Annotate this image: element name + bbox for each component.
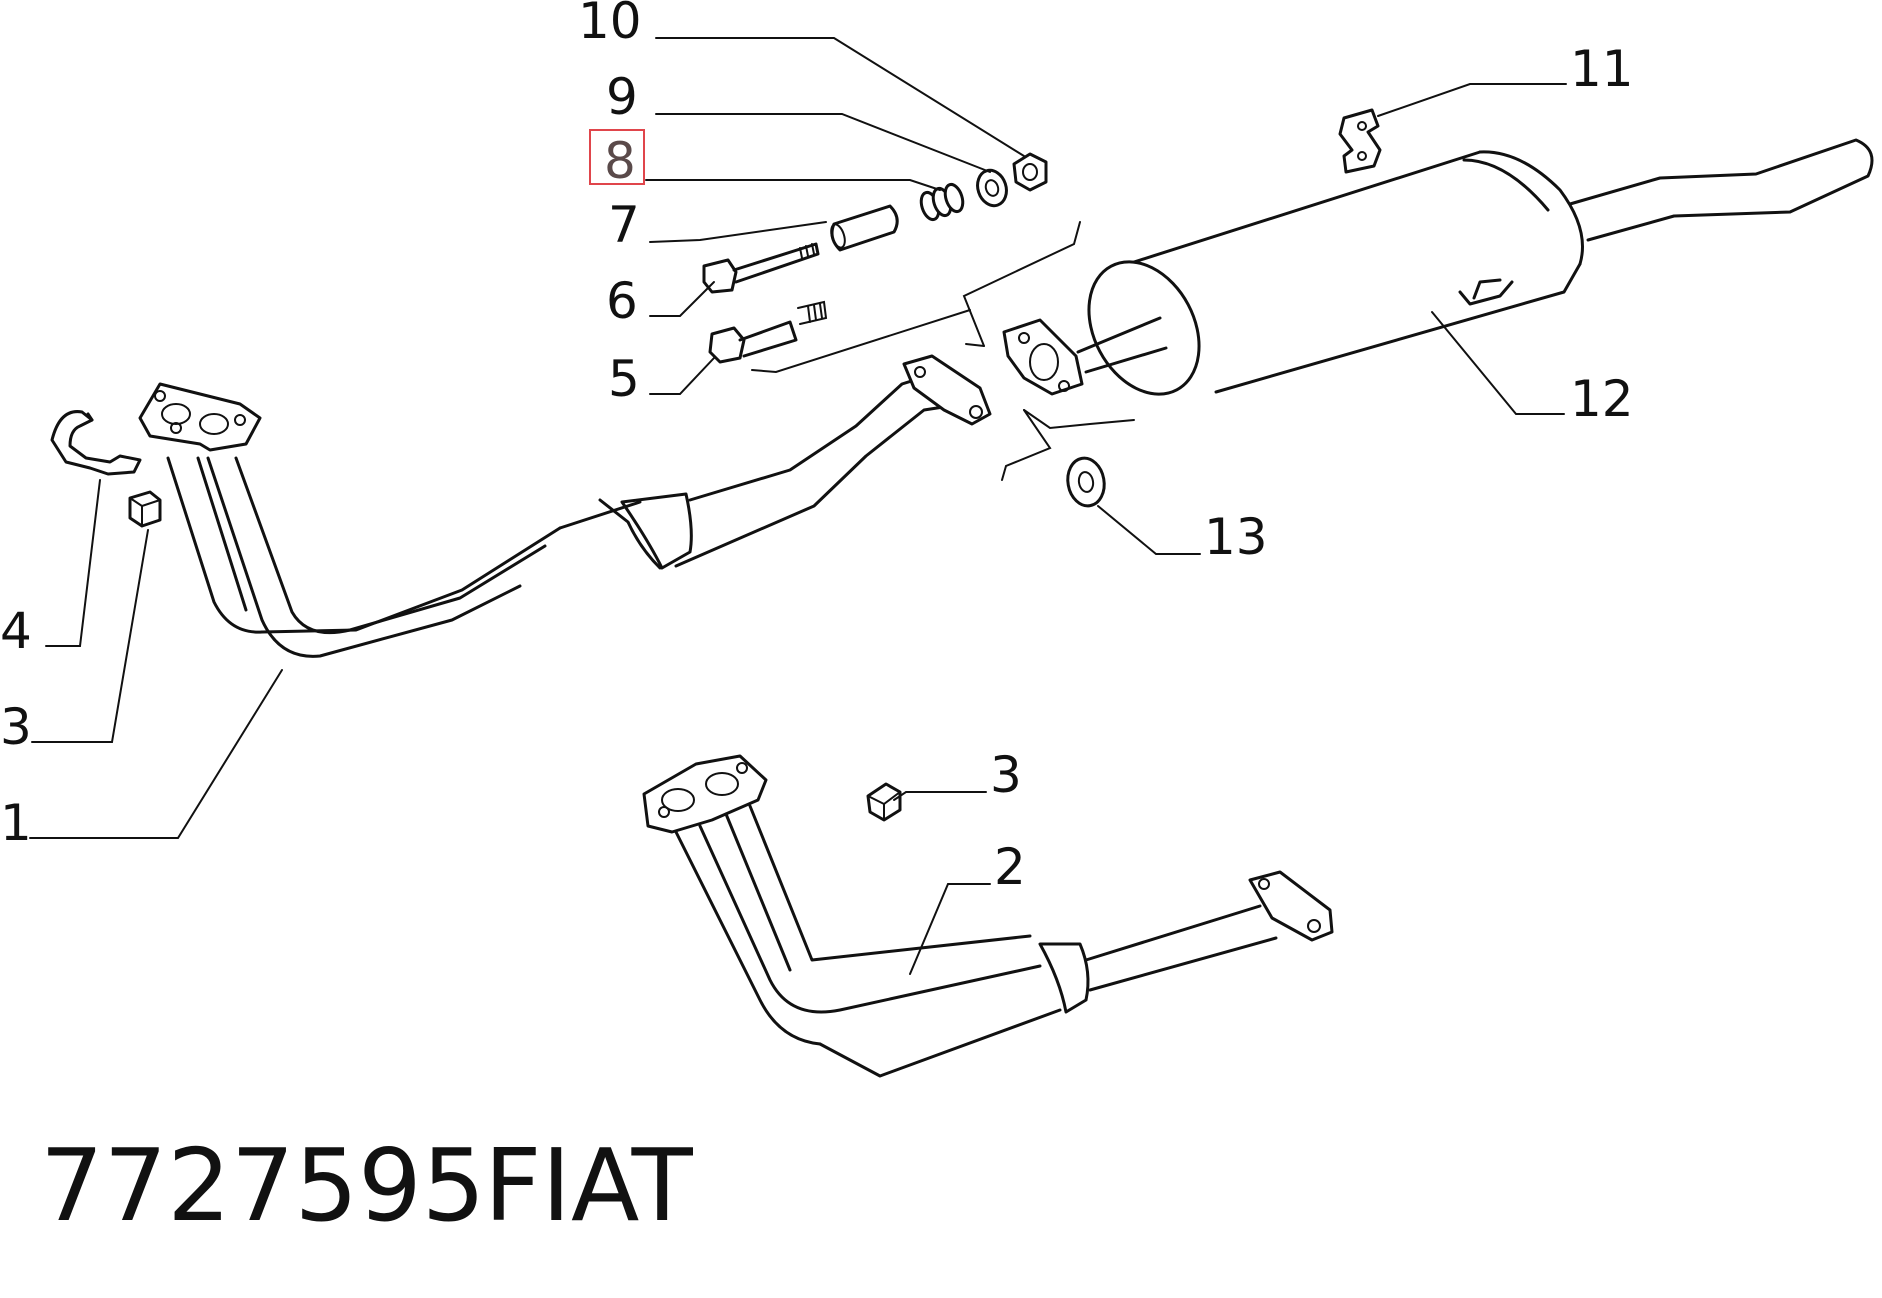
callout-3-lower: 3 xyxy=(990,746,1022,804)
nut-3-upper xyxy=(128,490,162,528)
callout-13: 13 xyxy=(1204,508,1268,566)
detail-break-lines xyxy=(751,221,1135,481)
gasket-13 xyxy=(1066,456,1106,508)
callout-9: 9 xyxy=(606,68,638,126)
leader-lines xyxy=(29,37,1567,975)
callout-2: 2 xyxy=(994,838,1026,896)
callout-3-upper: 3 xyxy=(0,698,32,756)
rubber-hanger-11 xyxy=(1338,108,1382,174)
callout-8: 8 xyxy=(604,132,636,190)
brand-caption: FIAT xyxy=(484,1127,694,1244)
callout-1: 1 xyxy=(0,794,32,852)
fasteners xyxy=(702,152,1048,364)
callout-6: 6 xyxy=(606,272,638,330)
nut-3-lower xyxy=(866,782,902,822)
front-exhaust-pipe-2 xyxy=(642,754,1334,1078)
rear-silencer-12 xyxy=(1076,138,1874,396)
silencer-inlet-flange xyxy=(1002,318,1084,396)
part-number-caption: 7727595 xyxy=(40,1127,485,1244)
callout-7: 7 xyxy=(608,196,640,254)
callout-12: 12 xyxy=(1570,370,1634,428)
callout-4: 4 xyxy=(0,602,32,660)
callout-11: 11 xyxy=(1570,40,1634,98)
callout-5: 5 xyxy=(608,350,640,408)
clamp-4 xyxy=(50,410,142,476)
front-exhaust-pipe-1 xyxy=(138,354,992,658)
callout-8-highlight xyxy=(589,129,645,185)
callout-10: 10 xyxy=(578,0,642,50)
